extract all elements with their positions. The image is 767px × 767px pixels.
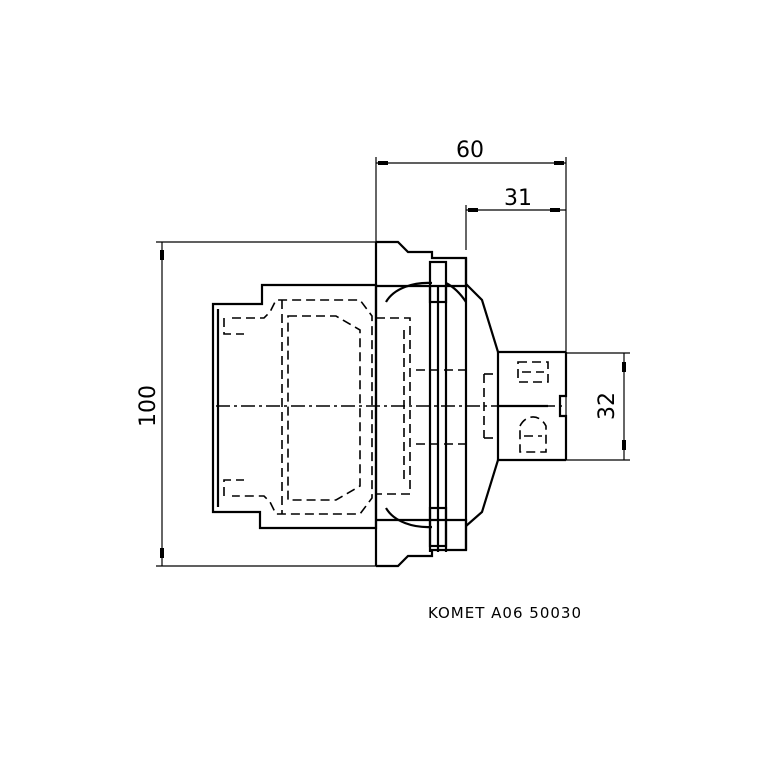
tool-holder-outline bbox=[211, 240, 568, 568]
dimension-overall-length: 60 bbox=[375, 138, 567, 460]
dimension-label-31: 31 bbox=[504, 186, 532, 211]
part-number-caption: KOMET A06 50030 bbox=[428, 604, 582, 622]
dimension-label-60: 60 bbox=[456, 138, 484, 163]
dimension-overall-diameter: 100 bbox=[136, 241, 376, 567]
dimension-label-32: 32 bbox=[595, 392, 620, 420]
dimension-label-100: 100 bbox=[136, 385, 161, 427]
dimension-shank-diameter: 32 bbox=[566, 352, 630, 461]
dimension-flange-to-end: 31 bbox=[465, 186, 566, 250]
